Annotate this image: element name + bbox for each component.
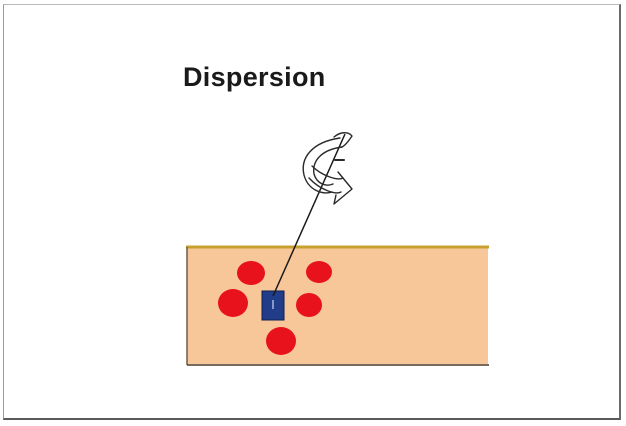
slide-frame bbox=[3, 4, 621, 420]
particles bbox=[218, 261, 332, 355]
particle bbox=[237, 261, 265, 285]
stirrer-shaft bbox=[272, 133, 346, 297]
central-block bbox=[261, 290, 285, 321]
particle bbox=[218, 289, 248, 317]
particle bbox=[266, 327, 296, 355]
slide-title: Dispersion bbox=[183, 62, 326, 92]
particle bbox=[306, 261, 332, 283]
particle bbox=[296, 293, 322, 317]
rotation-arrow-icon bbox=[302, 132, 353, 205]
